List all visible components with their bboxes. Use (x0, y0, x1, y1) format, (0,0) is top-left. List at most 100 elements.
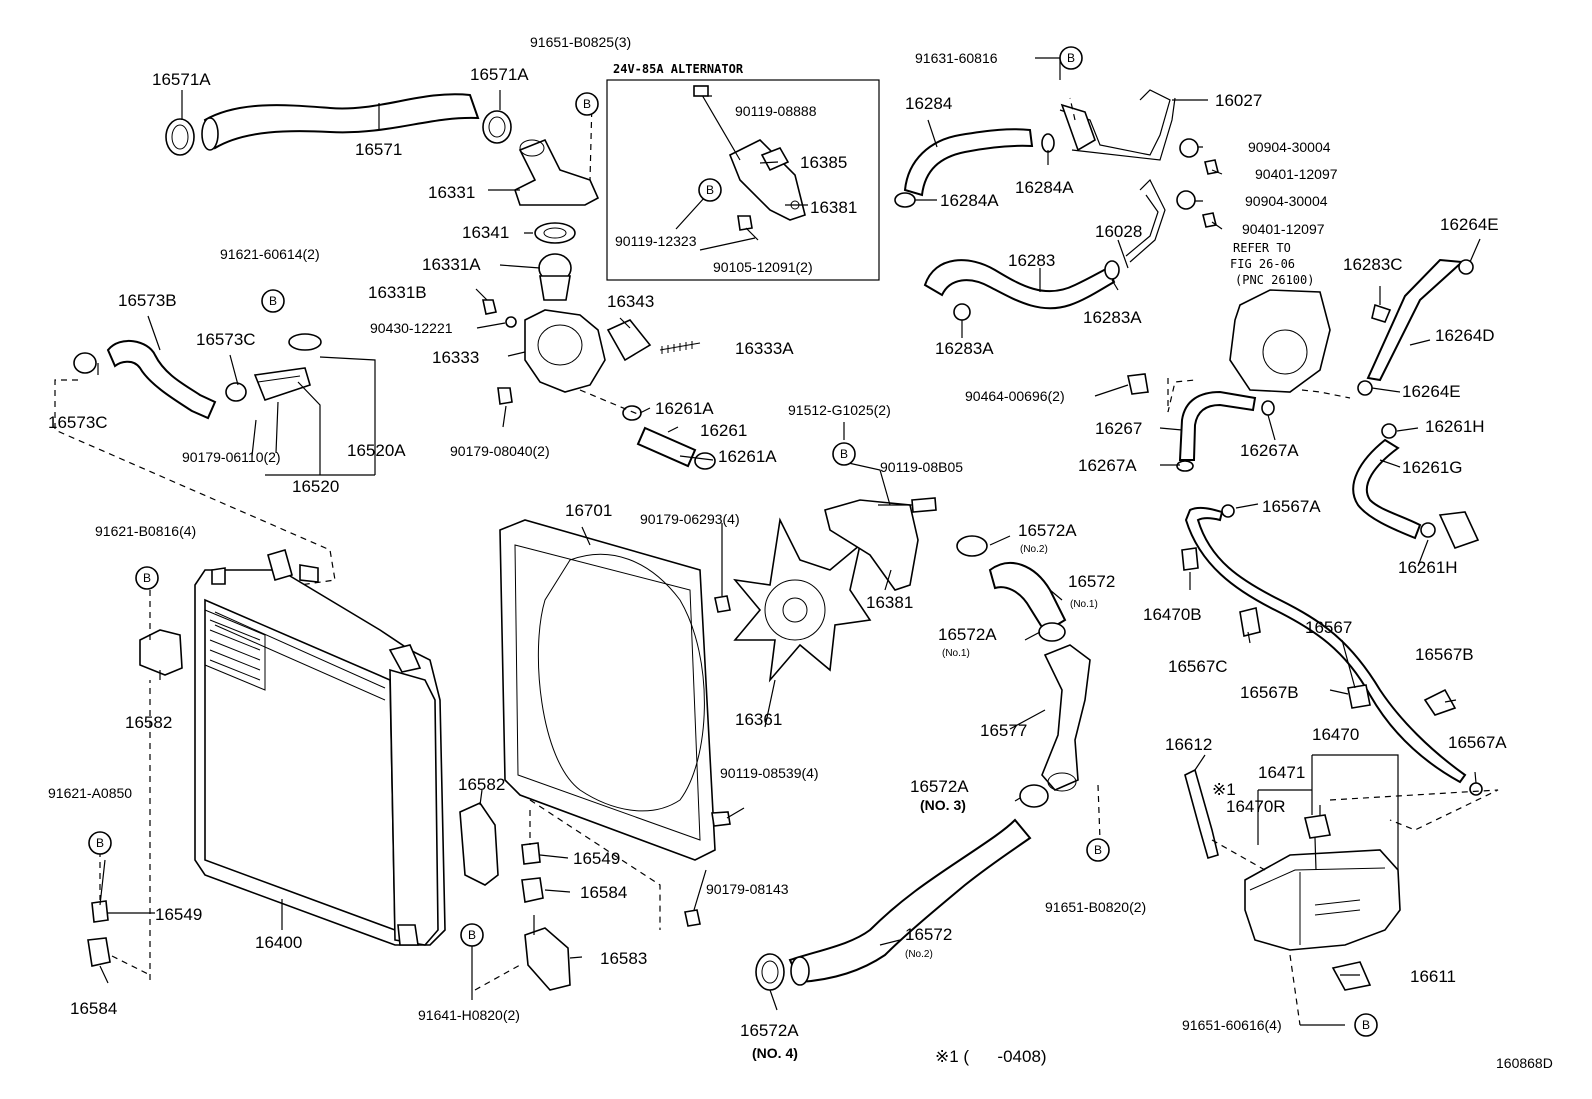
radiator-16400[interactable] (194, 549, 446, 946)
part-label[interactable]: 90179-06293(4) (640, 511, 740, 527)
part-label[interactable]: 16582 (458, 775, 505, 794)
part-label[interactable]: 91651-B0825(3) (530, 34, 631, 50)
part-label[interactable]: 16261G (1402, 458, 1463, 477)
clamp-16567A-lower[interactable] (1469, 782, 1483, 796)
part-label[interactable]: 90430-12221 (370, 320, 453, 336)
part-label[interactable]: 16572A (1018, 521, 1077, 540)
hose-16572-no1[interactable] (988, 561, 1067, 634)
part-label[interactable]: 16381 (810, 198, 857, 217)
fitting-16470B[interactable] (1181, 547, 1199, 571)
bypass-hose-16261[interactable] (636, 426, 697, 468)
clamp-16572A-no1[interactable] (1038, 622, 1066, 642)
hose-16267[interactable] (1178, 390, 1257, 461)
part-label[interactable]: 16571 (355, 140, 402, 159)
bolt-90119-08B05[interactable] (911, 497, 937, 513)
heater-hose-16284[interactable] (903, 128, 1034, 197)
part-label[interactable]: 16333 (432, 348, 479, 367)
part-label[interactable]: 16331B (368, 283, 427, 302)
part-label[interactable]: 16573C (48, 413, 108, 432)
part-label[interactable]: 16583 (600, 949, 647, 968)
part-label[interactable]: 16261H (1425, 417, 1485, 436)
part-label[interactable]: 16567B (1415, 645, 1474, 664)
part-label[interactable]: 90179-08040(2) (450, 443, 550, 459)
bolt-90119-08539[interactable] (711, 811, 731, 827)
heater-pipe-16028[interactable] (1125, 178, 1166, 263)
clamp-16284A-right[interactable] (1041, 133, 1055, 153)
bubble-b[interactable]: B (575, 92, 599, 116)
part-label[interactable]: 16264E (1440, 215, 1499, 234)
part-label[interactable]: 16572A (910, 777, 969, 796)
part-label[interactable]: 16267A (1240, 441, 1299, 460)
clip-16567B-right[interactable] (1423, 688, 1457, 716)
clamp-16261A-lower[interactable] (694, 452, 716, 470)
nut-90179-08143[interactable] (684, 909, 701, 927)
bracket-16385[interactable] (760, 147, 790, 172)
stud-16333A[interactable] (659, 341, 701, 354)
part-label[interactable]: 16549 (155, 905, 202, 924)
part-label[interactable]: 90904-30004 (1248, 139, 1331, 155)
clip-90464-00696[interactable] (1127, 373, 1149, 395)
part-label[interactable]: 16027 (1215, 91, 1262, 110)
clamp-16284A-left[interactable] (894, 192, 916, 208)
bracket-16582-left[interactable] (139, 629, 183, 676)
part-label[interactable]: 16331A (422, 255, 481, 274)
part-label[interactable]: 91651-60616(4) (1182, 1017, 1282, 1033)
part-label[interactable]: 16333A (735, 339, 794, 358)
part-label[interactable]: 16572A (740, 1021, 799, 1040)
bolt-16331B[interactable] (482, 299, 497, 315)
part-label[interactable]: 16470R (1226, 797, 1286, 816)
bracket-16381-alt[interactable] (728, 139, 806, 221)
cushion-16584-left[interactable] (87, 937, 111, 967)
clamp-16261H-upper[interactable] (1381, 423, 1397, 439)
hose-clamp-16571A-right[interactable] (482, 110, 512, 144)
hose-16261G[interactable] (1352, 438, 1422, 540)
cushion-16584-mid[interactable] (521, 877, 544, 903)
part-label[interactable]: 91621-B0816(4) (95, 523, 196, 539)
part-label[interactable]: 90464-00696(2) (965, 388, 1065, 404)
washer-90430-12221[interactable] (505, 316, 517, 328)
part-label[interactable]: 16571A (152, 70, 211, 89)
bubble-b[interactable]: B (88, 831, 112, 855)
part-label[interactable]: 16028 (1095, 222, 1142, 241)
clip-16283C[interactable] (1371, 303, 1392, 323)
part-label[interactable]: 16701 (565, 501, 612, 520)
hose-16573B[interactable] (106, 339, 217, 420)
part-label[interactable]: 91621-60614(2) (220, 246, 320, 262)
part-label[interactable]: 90119-12323 (615, 233, 697, 249)
bubble-b[interactable]: B (135, 566, 159, 590)
clamp-16573C-right[interactable] (225, 382, 247, 402)
part-label[interactable]: 16283A (935, 339, 994, 358)
part-label[interactable]: 16361 (735, 710, 782, 729)
water-outlet-16331[interactable] (514, 138, 600, 206)
radiator-cap-16520A[interactable] (288, 333, 322, 351)
bubble-b[interactable]: B (1354, 1013, 1378, 1037)
bolt-90105-12091[interactable] (737, 215, 759, 241)
upper-radiator-hose-16571[interactable] (201, 93, 480, 151)
part-label[interactable]: 16267 (1095, 419, 1142, 438)
part-label[interactable]: 91651-B0820(2) (1045, 899, 1146, 915)
part-label[interactable]: 16582 (125, 713, 172, 732)
reservoir-tank-16470[interactable] (1244, 849, 1401, 951)
part-label[interactable]: 90119-08539(4) (720, 765, 819, 781)
part-label[interactable]: 91621-A0850 (48, 785, 132, 801)
clamp-16261H-lower[interactable] (1420, 522, 1436, 538)
clamp-16567A-upper[interactable] (1221, 504, 1235, 518)
part-label[interactable]: 16572 (905, 925, 952, 944)
clamp-16264E-upper[interactable] (1458, 259, 1474, 275)
clamp-16261A-upper[interactable] (622, 405, 642, 421)
part-label[interactable]: 16470 (1312, 725, 1359, 744)
part-label[interactable]: 16264D (1435, 326, 1495, 345)
part-label[interactable]: 90119-08888 (735, 103, 817, 119)
water-pipe-16577[interactable] (1041, 644, 1091, 792)
nut-90179-06293[interactable] (714, 595, 731, 613)
part-label[interactable]: 91512-G1025(2) (788, 402, 891, 418)
bubble-b[interactable]: B (1059, 46, 1083, 70)
part-label[interactable]: 90105-12091(2) (713, 259, 813, 275)
bracket-16611[interactable] (1331, 961, 1372, 991)
clip-16567C[interactable] (1239, 607, 1261, 637)
part-label[interactable]: 16261 (700, 421, 747, 440)
part-label[interactable]: 16264E (1402, 382, 1461, 401)
clamp-16573C-left[interactable] (73, 352, 97, 374)
part-label[interactable]: 16573B (118, 291, 177, 310)
gasket-16341[interactable] (534, 222, 576, 244)
